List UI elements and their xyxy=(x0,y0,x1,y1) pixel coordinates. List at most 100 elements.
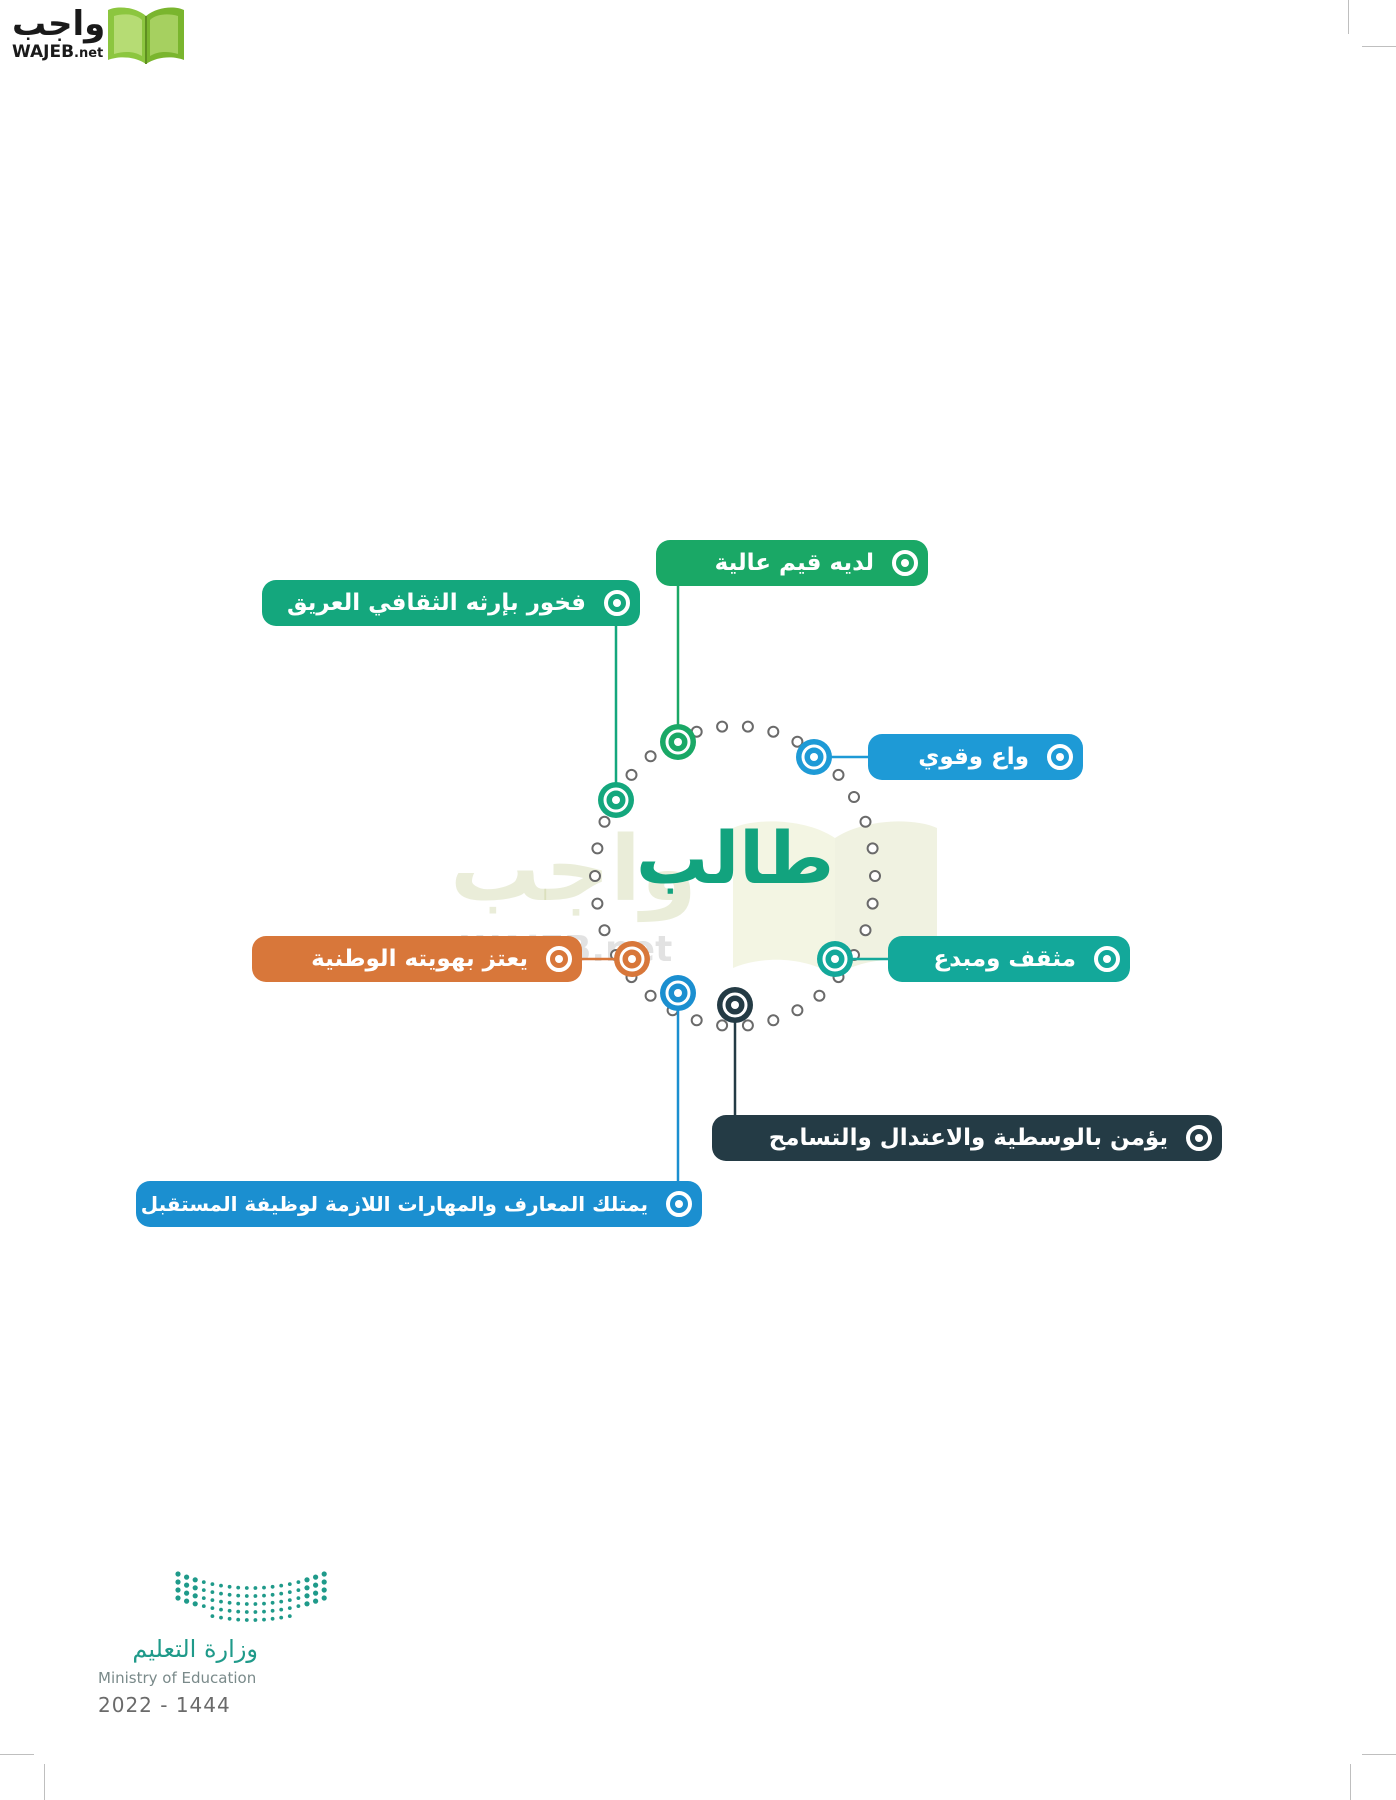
trait-national-identity: يعتز بهويته الوطنية xyxy=(252,936,582,982)
ring-node-moderation xyxy=(717,987,753,1023)
target-icon xyxy=(1094,946,1120,972)
target-icon xyxy=(546,946,572,972)
ministry-logo-dot xyxy=(262,1601,266,1606)
ministry-name-ar: وزارة التعليم xyxy=(132,1635,258,1663)
ministry-logo-dot xyxy=(262,1617,266,1622)
ministry-logo-dot xyxy=(270,1600,275,1605)
ministry-logo-dot xyxy=(270,1592,275,1597)
ministry-logo-dot xyxy=(313,1590,319,1596)
ministry-logo-dot xyxy=(227,1584,232,1589)
ring-dot xyxy=(589,870,601,882)
ministry-name-en: Ministry of Education xyxy=(98,1669,257,1687)
crop-mark xyxy=(1348,0,1349,34)
trait-cultured-creative: مثقف ومبدع xyxy=(888,936,1130,982)
ministry-logo-dot xyxy=(262,1585,266,1590)
ministry-logo-dot xyxy=(321,1571,327,1577)
ministry-logo-dot xyxy=(304,1593,310,1599)
ministry-logo-dot xyxy=(304,1577,310,1583)
ministry-logo-dot xyxy=(175,1571,181,1577)
ministry-logo-dot xyxy=(244,1602,249,1606)
ministry-logo-dot xyxy=(262,1609,266,1614)
trait-moderation: يؤمن بالوسطية والاعتدال والتسامح xyxy=(712,1115,1222,1161)
ministry-logo-dot xyxy=(253,1618,258,1622)
ministry-logo-dot xyxy=(201,1580,206,1584)
ring-dot xyxy=(767,725,780,738)
ministry-logo-dot xyxy=(210,1590,215,1594)
ministry-logo-dot xyxy=(192,1577,198,1583)
ministry-logo-dot xyxy=(313,1598,319,1604)
ministry-logo-dot xyxy=(287,1606,292,1610)
ministry-logo-dot xyxy=(296,1580,301,1584)
ministry-logo-dot xyxy=(279,1583,284,1588)
ring-node-high-values xyxy=(660,724,696,760)
ministry-logo-dot xyxy=(304,1601,310,1607)
ring-dot xyxy=(598,815,611,828)
ministry-logo-dot xyxy=(321,1579,327,1585)
ministry-logo-dot xyxy=(253,1594,258,1598)
ring-dot xyxy=(869,870,881,882)
ring-dot xyxy=(866,842,879,855)
ministry-logo-dot xyxy=(244,1618,249,1622)
ring-node-heritage-pride xyxy=(598,782,634,818)
target-icon xyxy=(604,590,630,616)
ministry-logo-dot xyxy=(253,1602,258,1606)
ministry-logo-dot xyxy=(296,1596,301,1600)
ministry-logo-dot xyxy=(253,1610,258,1614)
ring-dot xyxy=(591,897,604,910)
ring-dot xyxy=(859,924,872,937)
ministry-logo-dot xyxy=(175,1579,181,1585)
ministry-logo-dot xyxy=(236,1601,241,1606)
ministry-logo-dot xyxy=(279,1615,284,1620)
ministry-logo-dot xyxy=(270,1616,275,1621)
ministry-logo-dot xyxy=(175,1587,181,1593)
ring-dot xyxy=(848,791,860,803)
ring-dot xyxy=(644,750,657,763)
target-icon xyxy=(1186,1125,1212,1151)
ministry-logo-dot xyxy=(236,1617,241,1622)
ministry-logo-dot xyxy=(219,1583,223,1588)
ring-node-aware-strong xyxy=(796,739,832,775)
ring-dot xyxy=(716,720,729,733)
ring-dot xyxy=(866,897,879,910)
trait-label: فخور بإرثه الثقافي العريق xyxy=(286,590,586,616)
ministry-logo-dot xyxy=(192,1593,198,1599)
crop-mark xyxy=(0,1754,34,1755)
ring-dot xyxy=(791,735,804,748)
trait-heritage-pride: فخور بإرثه الثقافي العريق xyxy=(262,580,640,626)
ministry-logo-dot xyxy=(313,1574,319,1580)
ministry-logo-dot xyxy=(219,1607,223,1612)
ring-dot xyxy=(832,768,845,781)
ministry-logo-dot xyxy=(321,1595,327,1601)
target-icon xyxy=(1047,744,1073,770)
trait-label: يعتز بهويته الوطنية xyxy=(311,946,528,972)
ministry-logo-dot xyxy=(279,1591,284,1596)
ministry-logo-dot xyxy=(219,1615,223,1620)
ministry-logo-dot xyxy=(270,1608,275,1613)
ring-node-future-skills xyxy=(660,975,696,1011)
ministry-logo-dot xyxy=(219,1599,223,1604)
target-icon xyxy=(892,550,918,576)
ministry-logo-dot xyxy=(210,1582,215,1586)
ministry-logo-dot xyxy=(279,1599,284,1604)
ministry-logo-dot xyxy=(244,1594,249,1598)
ring-nodes xyxy=(598,724,853,1023)
ministry-logo-dot xyxy=(321,1587,327,1593)
site-logo-text: واجب xyxy=(12,4,106,44)
ministry-logo-dot xyxy=(184,1582,190,1588)
ring-dot xyxy=(859,815,872,828)
ministry-logo-dot xyxy=(184,1590,190,1596)
ring-dot xyxy=(767,1014,780,1027)
ministry-logo-dot xyxy=(175,1595,181,1601)
trait-label: واع وقوي xyxy=(918,744,1029,770)
ministry-logo-dot xyxy=(304,1585,310,1591)
ministry-logo-dot xyxy=(192,1601,198,1607)
crop-mark xyxy=(1350,1764,1351,1800)
ministry-logo-dot xyxy=(244,1586,249,1590)
crop-mark xyxy=(1362,1754,1396,1755)
trait-label: لديه قيم عالية xyxy=(714,550,874,576)
ministry-logo-dot xyxy=(236,1585,241,1590)
ministry-logo-dot xyxy=(192,1585,198,1591)
ring-dot xyxy=(591,842,604,855)
ministry-logo-dot xyxy=(210,1598,215,1602)
ministry-logo-dot xyxy=(227,1608,232,1613)
